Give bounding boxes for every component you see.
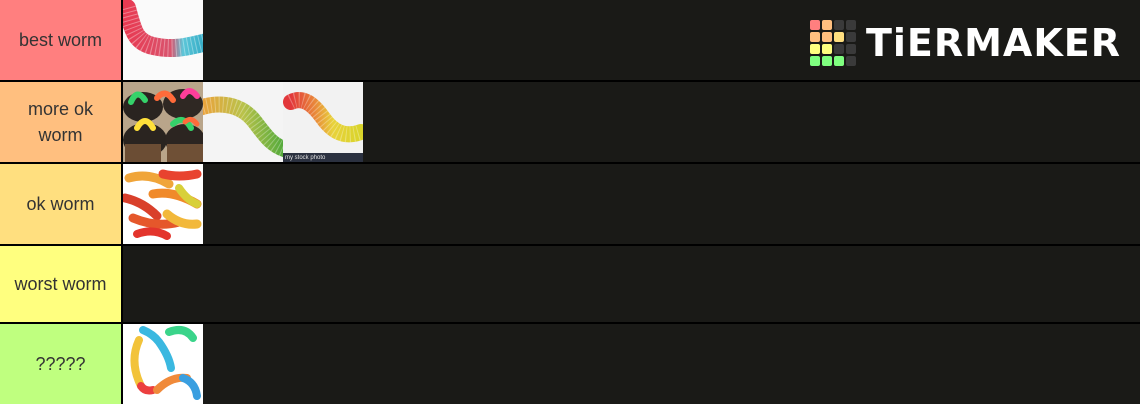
- red-yellow-worm-stock-image[interactable]: my stock photo: [283, 82, 363, 162]
- tier-row-unknown: ?????: [0, 324, 1140, 404]
- tier-label[interactable]: ?????: [0, 324, 123, 404]
- tier-label[interactable]: worst worm: [0, 246, 123, 322]
- tier-label[interactable]: best worm: [0, 0, 123, 80]
- worm-cupcakes-image[interactable]: [123, 82, 203, 162]
- logo-grid-cell: [821, 20, 832, 30]
- logo-grid-cell: [845, 32, 856, 42]
- tier-row-best: best worm: [0, 0, 1140, 80]
- logo-grid-cell: [845, 20, 856, 30]
- logo-grid-cell: [845, 44, 856, 54]
- logo-grid-cell: [845, 56, 856, 66]
- tier-label[interactable]: more ok worm: [0, 82, 123, 162]
- logo-text: TiERMAKER: [865, 21, 1121, 65]
- two-rainbow-worms-image[interactable]: [123, 324, 203, 404]
- stock-watermark: my stock photo: [285, 155, 326, 161]
- tier-items[interactable]: [123, 324, 1140, 404]
- logo-grid-cell: [833, 20, 844, 30]
- tier-items[interactable]: my stock photo: [123, 82, 1140, 162]
- logo-grid-icon: [809, 20, 856, 66]
- logo-grid-cell: [809, 32, 820, 42]
- tier-items[interactable]: [123, 0, 1140, 80]
- logo-grid-cell: [833, 44, 844, 54]
- tiermaker-logo[interactable]: TiERMAKER: [809, 20, 1121, 66]
- gummy-worm-pile-image[interactable]: [123, 164, 203, 244]
- logo-grid-cell: [809, 20, 820, 30]
- tier-items[interactable]: [123, 246, 1140, 322]
- green-orange-worm-image[interactable]: [203, 82, 283, 162]
- tier-items[interactable]: [123, 164, 1140, 244]
- logo-grid-cell: [833, 56, 844, 66]
- tier-row-ok: ok worm: [0, 164, 1140, 244]
- tier-row-more-ok: more ok worm: [0, 82, 1140, 162]
- logo-grid-cell: [821, 44, 832, 54]
- logo-grid-cell: [833, 32, 844, 42]
- tier-row-worst: worst worm: [0, 246, 1140, 322]
- sour-worm-red-blue-image[interactable]: [123, 0, 203, 80]
- tier-label[interactable]: ok worm: [0, 164, 123, 244]
- logo-grid-cell: [821, 56, 832, 66]
- logo-grid-cell: [821, 32, 832, 42]
- logo-grid-cell: [809, 44, 820, 54]
- logo-grid-cell: [809, 56, 820, 66]
